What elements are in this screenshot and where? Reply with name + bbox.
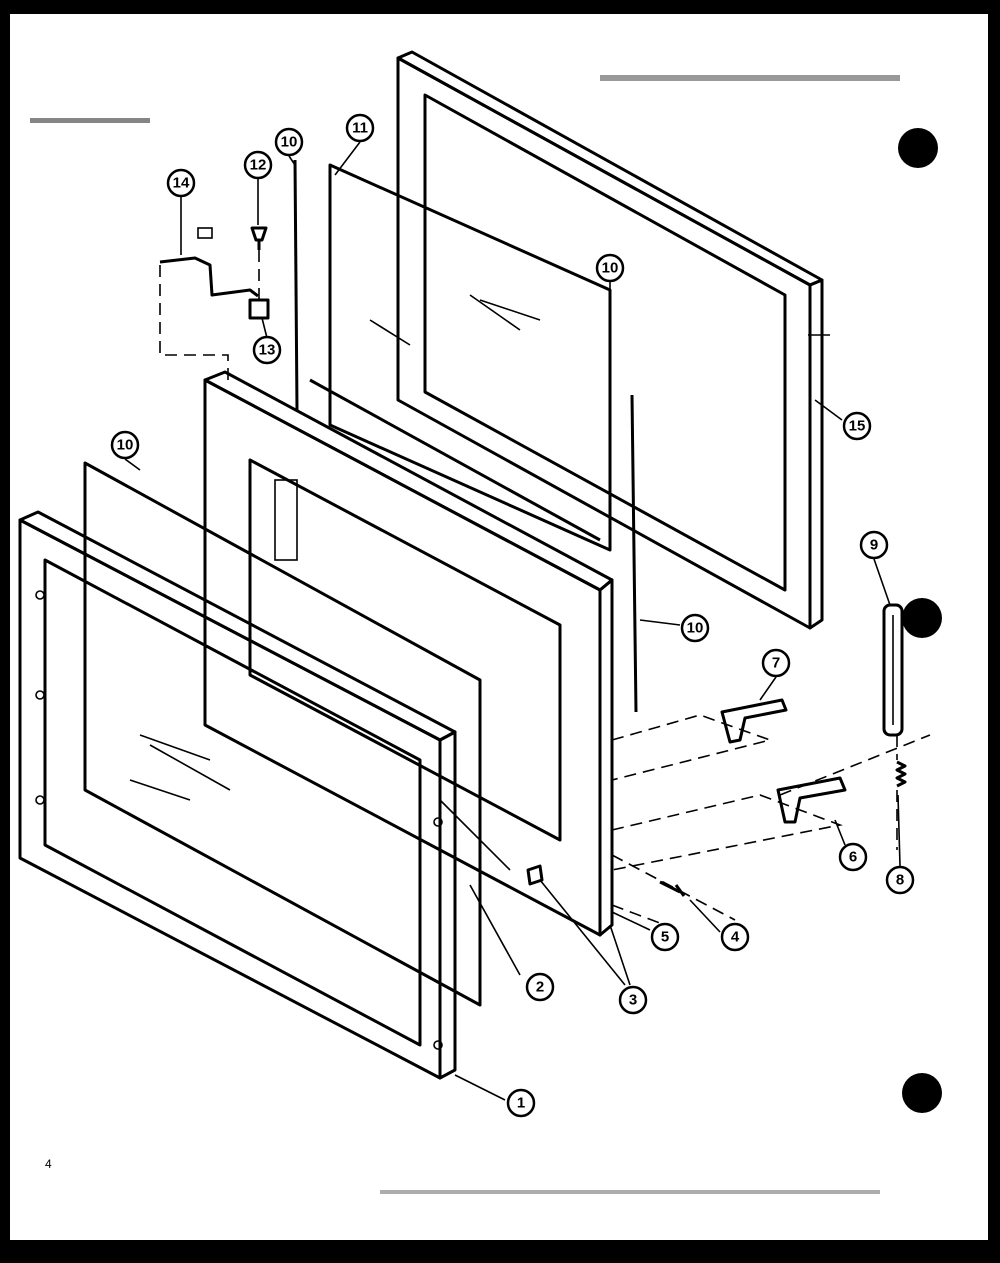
assembly-path (611, 714, 931, 871)
part-8-spring (895, 760, 907, 788)
part-13-clip (248, 298, 270, 320)
part-1-front-door-frame (18, 510, 457, 1080)
part-14-hinge-bracket (159, 227, 259, 298)
svg-text:10: 10 (281, 134, 298, 151)
svg-text:14: 14 (173, 175, 190, 192)
part-11-glass-panel (328, 163, 612, 552)
scan-smudge (600, 75, 900, 81)
part-3-bumper (526, 864, 544, 886)
part-4-screw (659, 880, 686, 897)
callout-10: 10 (680, 613, 710, 643)
scan-smudge (380, 1190, 880, 1194)
callout-2: 2 (525, 972, 555, 1002)
svg-text:8: 8 (896, 872, 904, 889)
callout-1: 1 (506, 1088, 536, 1118)
scan-top-edge (0, 0, 1000, 14)
assembly-path (611, 854, 736, 926)
callout-10: 10 (595, 253, 625, 283)
callout-7: 7 (761, 648, 791, 678)
svg-text:10: 10 (687, 620, 704, 637)
callout-9: 9 (859, 530, 889, 560)
svg-text:1: 1 (517, 1095, 525, 1112)
callout-5: 5 (650, 922, 680, 952)
svg-text:13: 13 (259, 342, 276, 359)
binder-hole (898, 128, 938, 168)
svg-text:10: 10 (602, 260, 619, 277)
svg-text:12: 12 (250, 157, 267, 174)
callout-3: 3 (618, 985, 648, 1015)
part-12-screw (250, 226, 268, 250)
binder-hole (902, 598, 942, 638)
callout-10: 10 (274, 127, 304, 157)
leader-lines (124, 141, 901, 933)
callout-13: 13 (252, 335, 282, 365)
scan-left-edge (0, 0, 10, 1263)
part-15-back-frame (396, 50, 830, 630)
callout-11: 11 (345, 113, 375, 143)
callout-15: 15 (842, 411, 872, 441)
callout-4: 4 (720, 922, 750, 952)
svg-text:6: 6 (849, 849, 857, 866)
svg-text:3: 3 (629, 992, 637, 1009)
svg-text:7: 7 (772, 655, 780, 672)
part-10-front-glass (83, 461, 482, 1007)
leader-lines (439, 799, 631, 1101)
svg-text:10: 10 (117, 437, 134, 454)
callout-8: 8 (885, 865, 915, 895)
svg-text:2: 2 (536, 979, 544, 996)
scan-smudge (30, 118, 150, 123)
callout-10: 10 (110, 430, 140, 460)
page-mark: 4 (45, 1157, 52, 1171)
svg-text:4: 4 (731, 929, 740, 946)
callout-12: 12 (243, 150, 273, 180)
assembly-path (159, 265, 229, 385)
inner-door-frame (203, 370, 614, 937)
part-7-latch (720, 698, 788, 744)
svg-text:5: 5 (661, 929, 669, 946)
part-10-seal-strips (293, 159, 638, 713)
callout-14: 14 (166, 168, 196, 198)
part-9-hinge (882, 603, 904, 737)
svg-text:15: 15 (849, 418, 866, 435)
svg-text:9: 9 (870, 537, 878, 554)
svg-text:11: 11 (352, 120, 368, 137)
binder-hole (902, 1073, 942, 1113)
scan-bottom-edge (0, 1240, 1000, 1263)
callout-6: 6 (838, 842, 868, 872)
part-6-latch (776, 776, 847, 824)
scan-right-edge (988, 0, 1000, 1263)
